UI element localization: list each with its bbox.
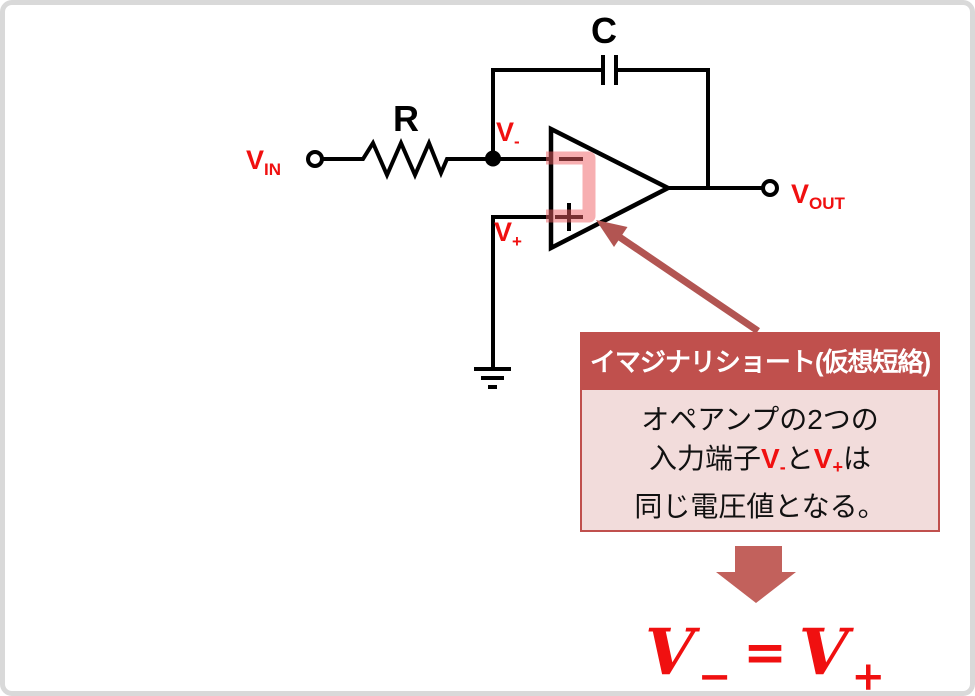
circuit-diagram (306, 55, 796, 603)
resistor-label: R (393, 98, 419, 139)
callout-body: オペアンプの2つの 入力端子V-とV+は 同じ電圧値となる。 (580, 388, 940, 532)
output-terminal (761, 179, 779, 197)
v-plus-label: V+ (494, 217, 522, 251)
capacitor-label: C (591, 10, 617, 51)
pointer-arrowhead-icon (596, 220, 628, 247)
down-arrow-icon (716, 546, 796, 603)
vout-label: VOUT (791, 179, 845, 213)
junction-node (485, 150, 501, 167)
formula-lhs-sub: − (697, 653, 732, 696)
noninverting-wire (491, 215, 551, 369)
virtual-short-highlight (546, 151, 596, 223)
virtual-short-formula: V−=V+ (605, 615, 925, 691)
virtual-short-callout: イマジナリショート(仮想短絡) オペアンプの2つの 入力端子V-とV+は 同じ電… (580, 332, 940, 532)
callout-title: イマジナリショート(仮想短絡) (580, 332, 940, 388)
v-minus-label: V- (496, 117, 520, 151)
callout-line-3: 同じ電圧値となる。 (634, 491, 886, 522)
pointer-arrow (596, 220, 760, 334)
input-terminal (306, 150, 324, 168)
ground-icon (474, 367, 511, 389)
formula-rhs: V (798, 615, 849, 690)
vin-label: VIN (246, 145, 282, 179)
callout-line-2: 入力端子V-とV+は (649, 443, 871, 477)
formula-equals: = (743, 622, 787, 683)
feedback-wire (491, 68, 710, 188)
capacitor (601, 55, 618, 85)
input-wire-and-resistor (323, 137, 551, 180)
formula-rhs-sub: + (851, 653, 885, 696)
formula-lhs: V (645, 615, 695, 690)
callout-line-1: オペアンプの2つの (641, 404, 879, 435)
